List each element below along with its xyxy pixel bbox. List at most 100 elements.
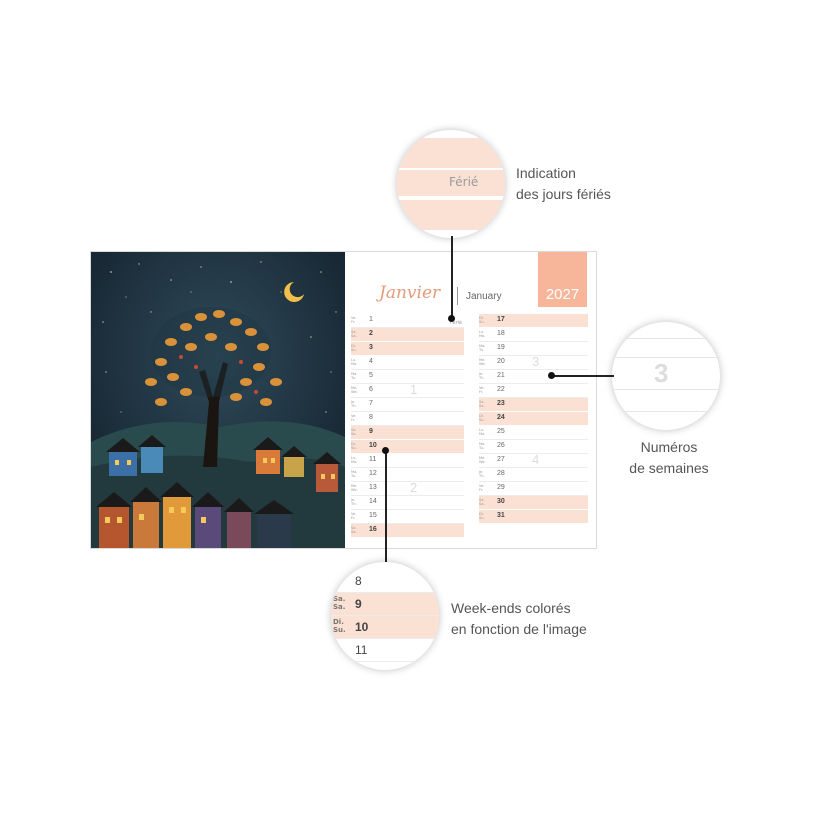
- zoomed-day-row: Di. Su. 10: [331, 616, 439, 639]
- week-caption-line1: Numéros: [640, 439, 698, 455]
- day-row: Sa. Sa. 2: [351, 328, 464, 342]
- day-abbreviation: Di. Su.: [479, 414, 485, 423]
- holiday-caption-line2: des jours fériés: [516, 186, 611, 202]
- zoomed-holiday-row: [397, 170, 505, 196]
- day-abbreviation: Sa. Sa.: [351, 330, 357, 339]
- day-number: 13: [369, 484, 377, 491]
- day-abbreviation: Lu. Mo.: [351, 456, 358, 465]
- day-number: 31: [497, 512, 505, 519]
- day-number: 17: [497, 316, 505, 323]
- day-row: Ma. Tu. 5: [351, 370, 464, 384]
- day-abbreviation: Ma. Tu.: [351, 372, 358, 381]
- week-number: 1: [410, 382, 418, 397]
- day-abbreviation: Me. We.: [351, 484, 358, 493]
- day-row: Me. We. 20: [479, 356, 588, 370]
- zoomed-day-number: 10: [355, 620, 369, 634]
- day-number: 18: [497, 330, 505, 337]
- month-name-english: January: [466, 291, 502, 302]
- weekend-caption-line2: en fonction de l'image: [451, 621, 587, 637]
- holiday-caption-line1: Indication: [516, 165, 576, 181]
- week-number-magnifier: 3: [612, 322, 720, 430]
- day-number: 14: [369, 498, 377, 505]
- day-row: Sa. Sa. 9: [351, 426, 464, 440]
- day-abbreviation: Je. Th.: [479, 372, 485, 381]
- day-abbreviation: Me. We.: [479, 456, 486, 465]
- day-row: Di. Su.31: [479, 510, 588, 524]
- calendar-illustration: [91, 252, 345, 548]
- day-abbreviation: Ve. Fr.: [479, 484, 485, 493]
- day-number: 9: [369, 428, 373, 435]
- day-row: Lu. Mo. 11: [351, 454, 464, 468]
- day-row: Je. Th. 28: [479, 468, 588, 482]
- day-abbreviation: Sa. Sa.: [351, 526, 357, 535]
- month-divider: [457, 287, 458, 305]
- day-row: Ma. Tu. 12: [351, 468, 464, 482]
- day-abbreviation: Di. Su.: [351, 442, 357, 451]
- day-number: 10: [369, 442, 377, 449]
- day-abbreviation: Sa. Sa.: [351, 428, 357, 437]
- week-leader-dot: [548, 372, 555, 379]
- night-village-painting: [91, 252, 345, 548]
- holiday-caption: Indication des jours fériés: [516, 163, 611, 205]
- day-abbreviation: Sa. Sa.: [479, 400, 485, 409]
- day-number: 24: [497, 414, 505, 421]
- day-row: Di. Su. 10: [351, 440, 464, 454]
- day-abbreviation: Lu. Mo.: [351, 358, 358, 367]
- day-abbreviation: Lu. Mo.: [479, 330, 486, 339]
- day-abbreviation: Ve. Fr.: [479, 386, 485, 395]
- day-abbreviation: Je. Th.: [351, 400, 357, 409]
- day-row: Je. Th.7: [351, 398, 464, 412]
- day-row: Je. Th. 21: [479, 370, 588, 384]
- zoomed-day-row: Sa. Sa.9: [331, 593, 439, 616]
- day-abbreviation: Ve. Fr.: [351, 512, 357, 521]
- day-row: Di. Su. 24: [479, 412, 588, 426]
- day-number: 8: [369, 414, 373, 421]
- day-number: 19: [497, 344, 505, 351]
- year-box: 2027: [538, 252, 587, 307]
- day-row: Sa. Sa.23: [479, 398, 588, 412]
- day-number: 3: [369, 344, 373, 351]
- day-number: 27: [497, 456, 505, 463]
- weekend-leader-dot: [382, 447, 389, 454]
- day-abbreviation: Ma. Tu.: [351, 470, 358, 479]
- day-number: 28: [497, 470, 505, 477]
- day-number: 6: [369, 386, 373, 393]
- day-number: 15: [369, 512, 377, 519]
- day-abbreviation: Ve. Fr.: [351, 414, 357, 423]
- day-abbreviation: Sa. Sa.: [479, 498, 485, 507]
- day-number: 20: [497, 358, 505, 365]
- zoomed-day-row: 11: [331, 639, 439, 662]
- zoomed-weekend-band: [397, 138, 505, 168]
- day-number: 29: [497, 484, 505, 491]
- day-number: 4: [369, 358, 373, 365]
- day-row: Lu. Mo. 18: [479, 328, 588, 342]
- day-number: 12: [369, 470, 377, 477]
- day-abbreviation: Je. Th.: [479, 470, 485, 479]
- day-abbreviation: Ve. Fr.: [351, 316, 357, 325]
- day-abbreviation: Ma. Tu.: [479, 344, 486, 353]
- day-row: Di. Su. 3: [351, 342, 464, 356]
- day-abbreviation: Je. Th.: [351, 498, 357, 507]
- day-abbreviation: Di. Su.: [351, 344, 357, 353]
- day-number: 11: [369, 456, 377, 463]
- weekend-caption: Week-ends colorés en fonction de l'image: [451, 598, 587, 640]
- day-abbreviation: Di. Su.: [479, 316, 485, 325]
- day-number: 5: [369, 372, 373, 379]
- day-abbreviation: Me. We.: [479, 358, 486, 367]
- zoomed-day-number: 8: [355, 574, 362, 588]
- day-number: 26: [497, 442, 505, 449]
- zoomed-row-line: [612, 389, 720, 390]
- day-abbreviation: Me. We.: [351, 386, 358, 395]
- week-number: 4: [532, 452, 540, 467]
- holiday-tag: Férié: [449, 320, 462, 326]
- day-number: 2: [369, 330, 373, 337]
- zoomed-day-abbreviation: Sa. Sa.: [333, 595, 346, 611]
- zoomed-day-abbreviation: Di. Su.: [333, 618, 346, 634]
- day-number: 21: [497, 372, 505, 379]
